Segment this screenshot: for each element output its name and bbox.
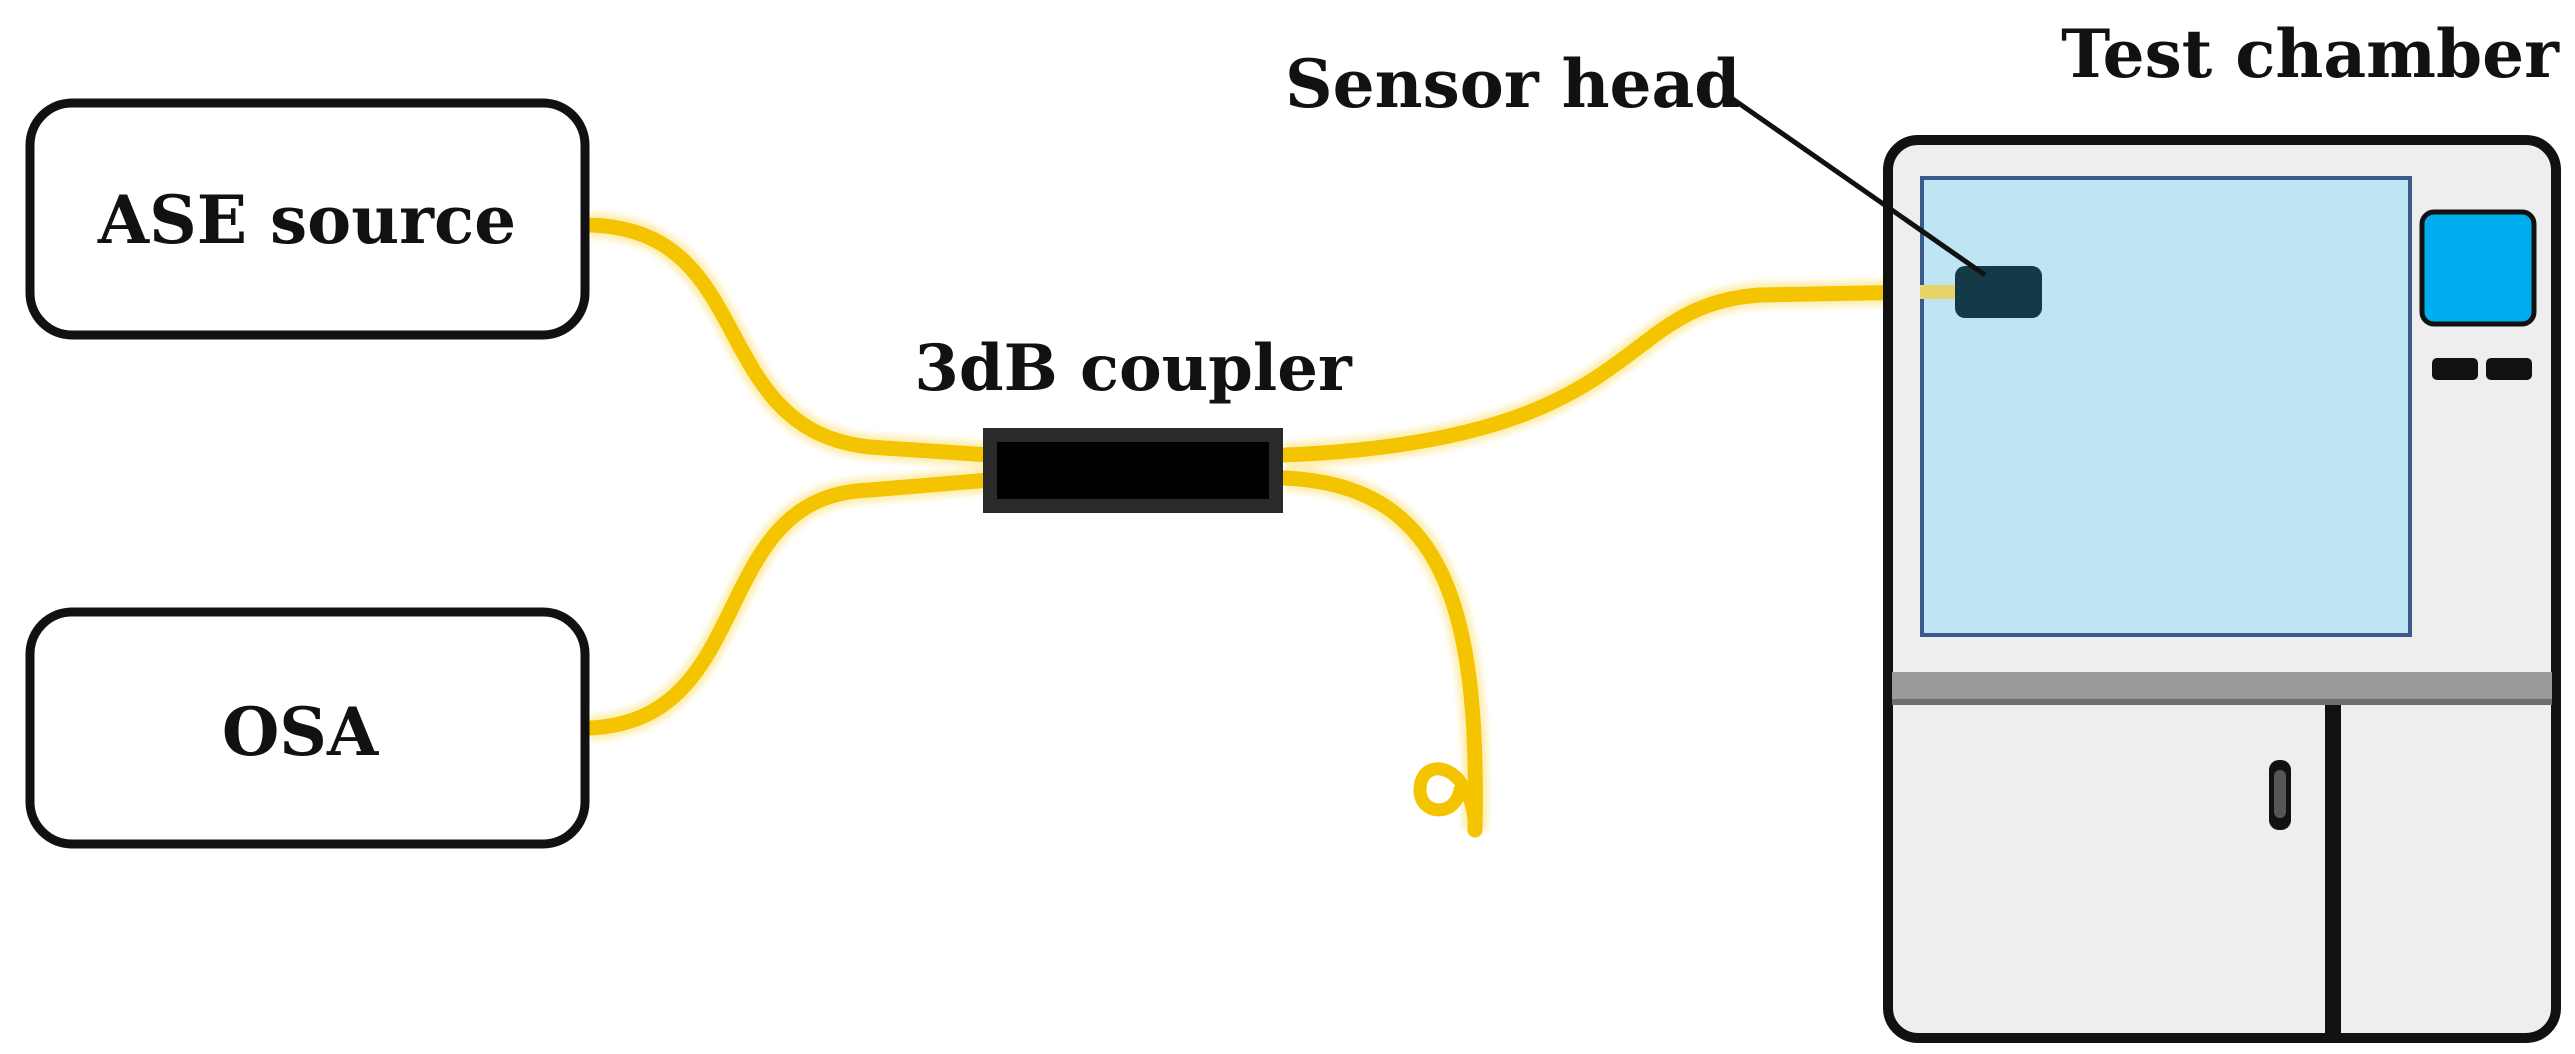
osa-box: OSA — [25, 607, 590, 849]
fiber-terminated-end — [1277, 470, 1483, 838]
control-button-left — [2432, 358, 2478, 380]
cabinet-door-divider — [2325, 705, 2341, 1035]
fiber-coupler-to-sensor — [1277, 284, 1928, 463]
fiber-ase-to-coupler — [582, 217, 998, 463]
shelf-bar — [1892, 672, 2552, 700]
ase-source-box: ASE source — [25, 98, 590, 340]
test-chamber-label: Test chamber — [2061, 15, 2560, 93]
sensor-head-callout: Sensor head — [1285, 45, 1987, 278]
control-button-right — [2486, 358, 2532, 380]
fiber-end-loop — [1413, 762, 1482, 837]
ase-source-label: ASE source — [97, 181, 516, 259]
display-screen — [2419, 209, 2537, 327]
coupler-label: 3dB coupler — [914, 331, 1353, 406]
sensor-head-label: Sensor head — [1285, 45, 1740, 123]
chamber-window — [1920, 176, 2412, 637]
test-chamber: Test chamber — [1883, 15, 2561, 1043]
fiber-cables — [582, 217, 1928, 838]
sensor-head-leader-line — [1725, 92, 1987, 278]
osa-label: OSA — [222, 693, 379, 771]
coupler: 3dB coupler — [914, 331, 1353, 513]
sensor-head — [1955, 266, 2042, 318]
fiber-osa-to-coupler — [582, 472, 998, 736]
